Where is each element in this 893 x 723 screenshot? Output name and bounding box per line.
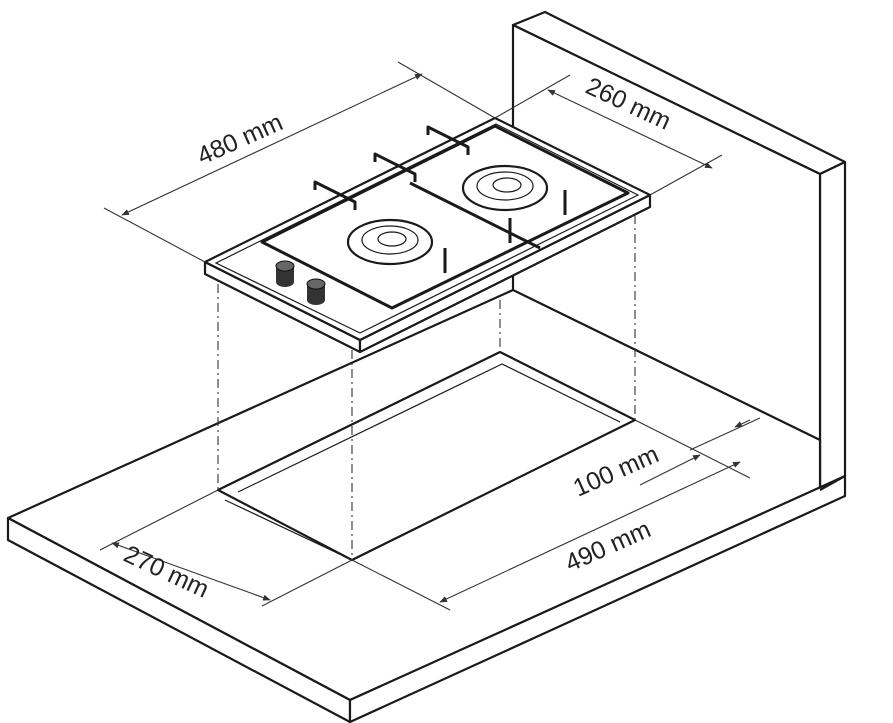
- label-480-mm: 480 mm: [193, 108, 287, 170]
- dimension-480: [103, 61, 496, 263]
- projection-lines: [217, 215, 636, 560]
- gas-hob: [203, 116, 652, 354]
- dimension-270: [99, 489, 353, 607]
- burner-front: [346, 218, 434, 266]
- burner-rear: [461, 164, 549, 212]
- dimension-490: [351, 419, 751, 611]
- control-knob-1: [275, 260, 295, 287]
- control-knob-2: [306, 278, 326, 305]
- dimension-260: [494, 74, 723, 196]
